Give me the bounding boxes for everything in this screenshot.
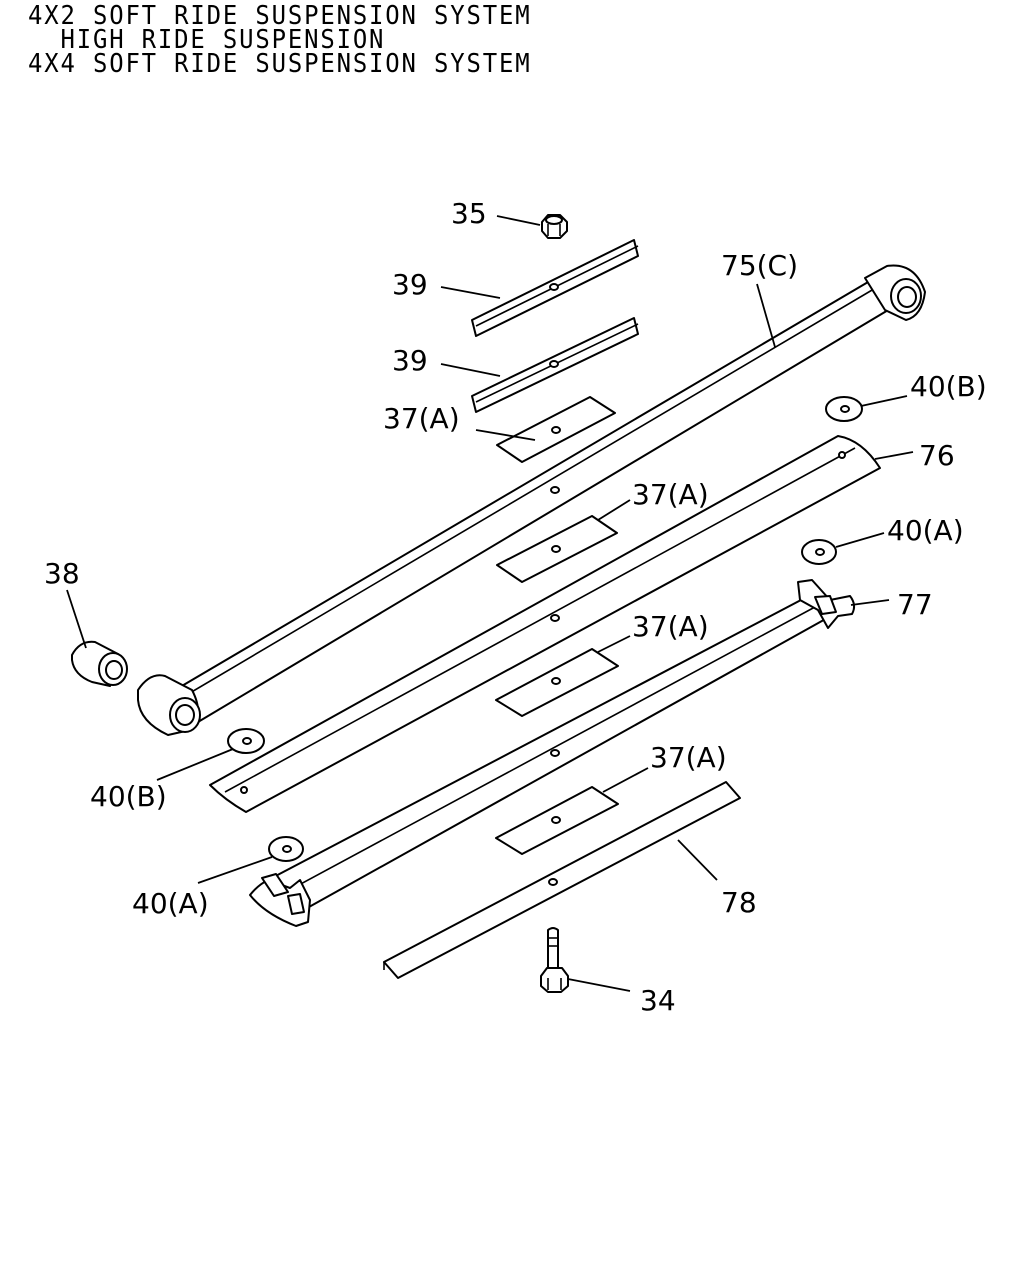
diagram-title: 4X2 SOFT RIDE SUSPENSION SYSTEM HIGH RID… — [28, 1, 532, 79]
callout-78: 78 — [721, 886, 757, 919]
title-line-3: 4X4 SOFT RIDE SUSPENSION SYSTEM — [28, 49, 532, 79]
callout-77: 77 — [897, 588, 933, 621]
callout-39-lower: 39 — [392, 344, 428, 377]
part-76-leaf — [209, 435, 881, 813]
callout-37a-2: 37(A) — [632, 478, 709, 511]
part-77-leaf — [249, 579, 856, 927]
part-37a-pad-1 — [496, 396, 616, 463]
title-line-1: 4X2 SOFT RIDE SUSPENSION SYSTEM — [28, 1, 532, 31]
callout-37a-3: 37(A) — [632, 610, 709, 643]
part-37a-pad-4 — [495, 786, 619, 855]
part-39-plate-lower — [471, 317, 639, 413]
callout-76: 76 — [919, 439, 955, 472]
leader-lines — [66, 215, 914, 992]
callout-37a-4: 37(A) — [650, 741, 727, 774]
part-40a-washer-top — [801, 539, 837, 565]
callout-38: 38 — [44, 557, 80, 590]
part-34-bolt — [540, 927, 569, 993]
part-37a-pad-3 — [495, 648, 619, 717]
callout-39-upper: 39 — [392, 268, 428, 301]
part-75c-main-leaf — [137, 264, 926, 736]
callout-labels: 35 39 39 75(C) 37(A) 40(B) 76 37(A) 40(A… — [44, 197, 987, 1017]
callout-40b-bottom: 40(B) — [90, 780, 167, 813]
part-38-bushing — [71, 640, 128, 687]
title-line-2: HIGH RIDE SUSPENSION — [28, 25, 386, 55]
part-35-nut — [541, 214, 568, 239]
callout-40b-top: 40(B) — [910, 370, 987, 403]
callout-75c: 75(C) — [721, 249, 798, 282]
callout-37a-1: 37(A) — [383, 402, 460, 435]
part-39-plate-upper — [471, 239, 639, 337]
part-40b-washer-top — [825, 396, 863, 422]
callout-40a-top: 40(A) — [887, 514, 964, 547]
part-40a-washer-bottom — [268, 836, 304, 862]
part-37a-pad-2 — [496, 515, 618, 583]
callout-40a-bottom: 40(A) — [132, 887, 209, 920]
callout-35: 35 — [451, 197, 487, 230]
callout-34: 34 — [640, 984, 676, 1017]
part-78-plate — [383, 781, 741, 979]
part-40b-washer-bottom — [227, 728, 265, 754]
